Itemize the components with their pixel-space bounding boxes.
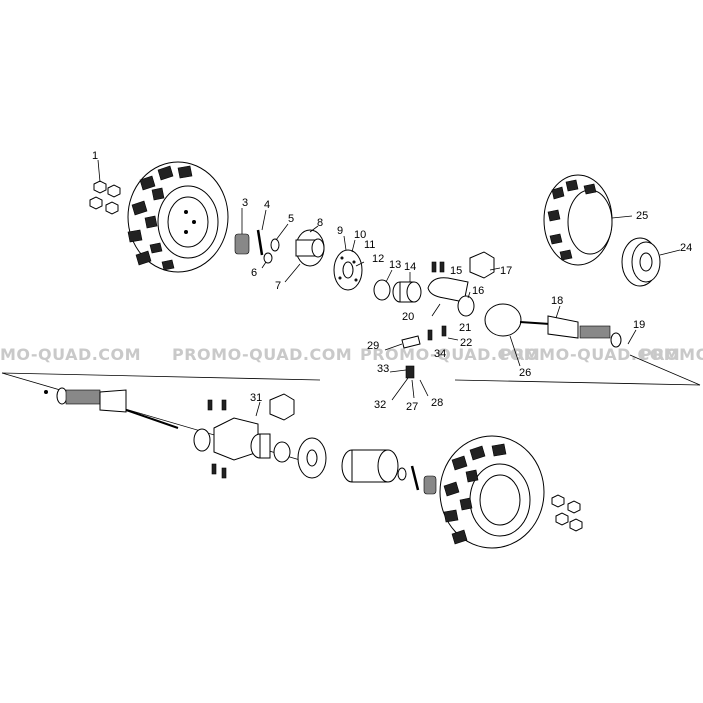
lug-nuts-rear (551, 494, 583, 532)
front-hub-assembly (234, 208, 522, 367)
callout-27: 27 (406, 401, 418, 413)
watermark-text-5: PROMO-QUAD.COM (640, 345, 703, 364)
callout-21: 21 (459, 322, 471, 334)
callout-7: 7 (275, 280, 281, 292)
callout-19: 19 (633, 319, 645, 331)
callout-28: 28 (431, 397, 443, 409)
callout-9: 9 (337, 225, 343, 237)
watermark-text-4: PROMO-QUAD.COM (500, 345, 680, 364)
callout-24: 24 (680, 242, 692, 254)
tire-rear-left (439, 435, 545, 549)
callout-34: 34 (434, 348, 446, 360)
callout-labels: 1 3 4 5 6 7 8 9 10 11 12 13 14 15 16 17 … (92, 150, 692, 413)
callout-32: 32 (374, 399, 386, 411)
lug-nuts-front (89, 159, 121, 215)
watermark-text-1: MO-QUAD.COM (0, 345, 141, 364)
watermark: MO-QUAD.COM PROMO-QUAD.COM PROMO-QUAD.CO… (0, 345, 703, 364)
callout-1: 1 (92, 150, 98, 162)
callout-33: 33 (377, 363, 389, 375)
tire-front-left (127, 161, 229, 273)
callout-3: 3 (242, 197, 248, 209)
callout-5: 5 (288, 213, 294, 225)
callout-15: 15 (450, 265, 462, 277)
callout-29: 29 (367, 340, 379, 352)
drive-axle-left (44, 387, 179, 429)
callout-8: 8 (317, 217, 323, 229)
callout-10: 10 (354, 229, 366, 241)
callout-22: 22 (460, 337, 472, 349)
callout-18: 18 (551, 295, 563, 307)
callout-4: 4 (264, 199, 270, 211)
tire-rear-right (543, 174, 633, 266)
callout-11: 11 (364, 239, 375, 251)
rear-hub-assembly (193, 393, 437, 495)
callout-25: 25 (636, 210, 648, 222)
callout-20: 20 (402, 311, 414, 323)
callout-17: 17 (500, 265, 512, 277)
tie-rod-end (384, 335, 429, 401)
callout-12: 12 (372, 253, 384, 265)
callout-26: 26 (519, 367, 531, 379)
watermark-text-2: PROMO-QUAD.COM (172, 345, 352, 364)
callout-13: 13 (389, 259, 401, 271)
watermark-text-3: PROMO-QUAD.COM (360, 345, 540, 364)
drive-axle-right (519, 305, 637, 348)
rim-rear-right (621, 237, 681, 287)
callout-31: 31 (250, 392, 262, 404)
callout-14: 14 (404, 261, 416, 273)
callout-6: 6 (251, 267, 257, 279)
callout-16: 16 (472, 285, 484, 297)
